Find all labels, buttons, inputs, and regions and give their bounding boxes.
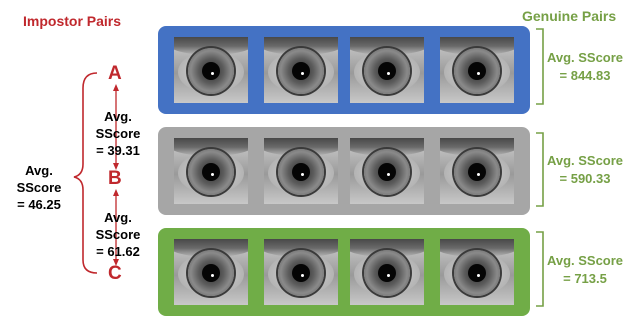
label-b: B (108, 168, 122, 190)
genuine-score-a-value: = 844.83 (546, 67, 624, 85)
score-b-c-label: Avg. SScore (80, 209, 156, 243)
genuine-bracket-b (536, 133, 543, 206)
genuine-score-b-label: Avg. SScore (546, 152, 624, 170)
score-b-c: Avg. SScore = 61.62 (80, 209, 156, 260)
score-overall: Avg. SScore = 46.25 (2, 162, 76, 213)
score-a-b-value: = 39.31 (80, 142, 156, 159)
genuine-score-c-value: = 713.5 (546, 270, 624, 288)
score-b-c-value: = 61.62 (80, 243, 156, 260)
genuine-bracket-a (536, 29, 543, 104)
genuine-score-b: Avg. SScore = 590.33 (546, 152, 624, 188)
label-c: C (108, 263, 122, 285)
label-a: A (108, 63, 122, 85)
genuine-score-a: Avg. SScore = 844.83 (546, 49, 624, 85)
score-a-b-label: Avg. SScore (80, 108, 156, 142)
score-a-b: Avg. SScore = 39.31 (80, 108, 156, 159)
genuine-score-b-value: = 590.33 (546, 170, 624, 188)
genuine-score-c: Avg. SScore = 713.5 (546, 252, 624, 288)
score-overall-value: = 46.25 (2, 196, 76, 213)
score-overall-label: Avg. SScore (2, 162, 76, 196)
genuine-score-c-label: Avg. SScore (546, 252, 624, 270)
genuine-score-a-label: Avg. SScore (546, 49, 624, 67)
genuine-bracket-c (536, 232, 543, 306)
